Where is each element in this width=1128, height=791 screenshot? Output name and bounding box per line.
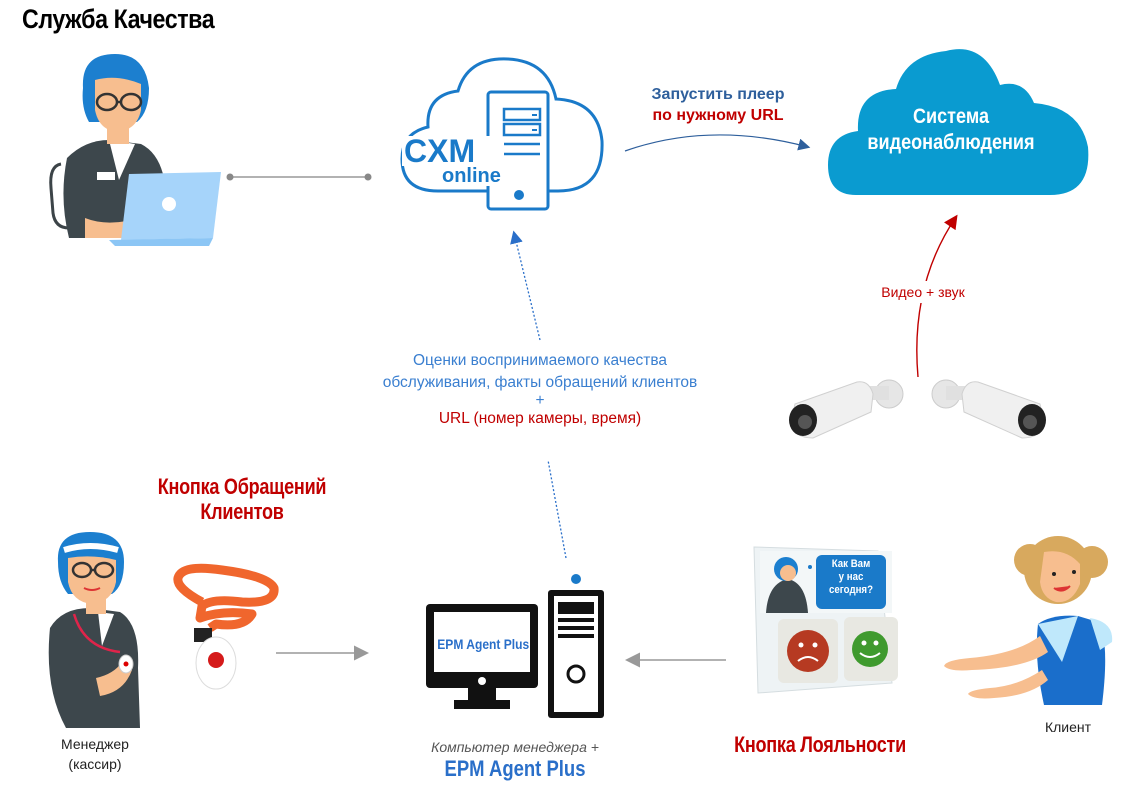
operator-connector-line bbox=[226, 173, 372, 181]
data-flow-line1: Оценки воспринимаемого качества bbox=[412, 352, 668, 369]
data-flow-plus: + bbox=[535, 392, 545, 409]
computer-screen-text: EPM Agent Plus bbox=[437, 636, 530, 652]
computer-caption-line2: EPM Agent Plus bbox=[444, 756, 586, 781]
loyalty-button-title: Кнопка Лояльности bbox=[734, 732, 906, 757]
data-flow-line2: обслуживания, факты обращений клиентов bbox=[382, 374, 698, 391]
manager-computer-icon bbox=[426, 574, 604, 718]
call-button-title-line1: Кнопка Обращений bbox=[157, 474, 327, 499]
loyalty-speech-line1: Как Вам bbox=[831, 558, 871, 570]
cxm-brand-text: CXM online bbox=[402, 135, 501, 187]
loyalty-speech-line3: сегодня? bbox=[828, 584, 873, 596]
call-button-title: Кнопка Обращений Клиентов bbox=[135, 474, 348, 524]
video-system-line1: Система bbox=[912, 105, 990, 128]
player-arrow-label: Запустить плеер по нужному URL bbox=[628, 84, 808, 126]
computer-caption: Компьютер менеджера + EPM Agent Plus bbox=[395, 738, 635, 782]
player-arrow-label-line2: по нужному URL bbox=[652, 107, 784, 124]
player-arrow bbox=[624, 134, 811, 152]
manager-caption-line1: Менеджер bbox=[61, 736, 129, 752]
quality-operator-illustration bbox=[49, 54, 221, 246]
loyalty-speech-bubble: Как Вам у нас сегодня? bbox=[820, 558, 882, 597]
client-caption: Клиент bbox=[1044, 719, 1092, 735]
video-system-line2: видеонаблюдения bbox=[867, 131, 1035, 154]
call-button-title-line2: Клиентов bbox=[200, 499, 284, 524]
client-illustration bbox=[944, 536, 1113, 705]
manager-illustration bbox=[48, 532, 140, 728]
loyalty-button-device-icon bbox=[753, 546, 898, 694]
video-arrow-label: Видео + звук bbox=[868, 281, 978, 303]
page-title: Служба Качества bbox=[22, 4, 215, 34]
camera-right-icon bbox=[931, 379, 1046, 439]
video-system-label: Система видеонаблюдения bbox=[861, 104, 1042, 156]
call-button-arrow bbox=[276, 645, 369, 661]
camera-left-icon bbox=[789, 379, 904, 439]
loyalty-speech-line2: у нас bbox=[838, 571, 864, 583]
data-flow-arrow bbox=[510, 230, 567, 559]
data-flow-line3: URL (номер камеры, время) bbox=[438, 410, 642, 427]
call-button-pendant-icon bbox=[173, 563, 279, 690]
manager-caption-line2: (кассир) bbox=[68, 756, 122, 772]
video-system-cloud-icon bbox=[828, 49, 1089, 195]
data-flow-label: Оценки воспринимаемого качества обслужив… bbox=[330, 350, 750, 430]
player-arrow-label-line1: Запустить плеер bbox=[651, 86, 785, 103]
manager-caption: Менеджер (кассир) bbox=[35, 734, 155, 774]
loyalty-button-arrow bbox=[625, 652, 726, 668]
cxm-brand-line1: CXM bbox=[402, 135, 501, 167]
cxm-brand-line2: online bbox=[442, 165, 501, 187]
computer-caption-line1: Компьютер менеджера + bbox=[431, 739, 599, 755]
